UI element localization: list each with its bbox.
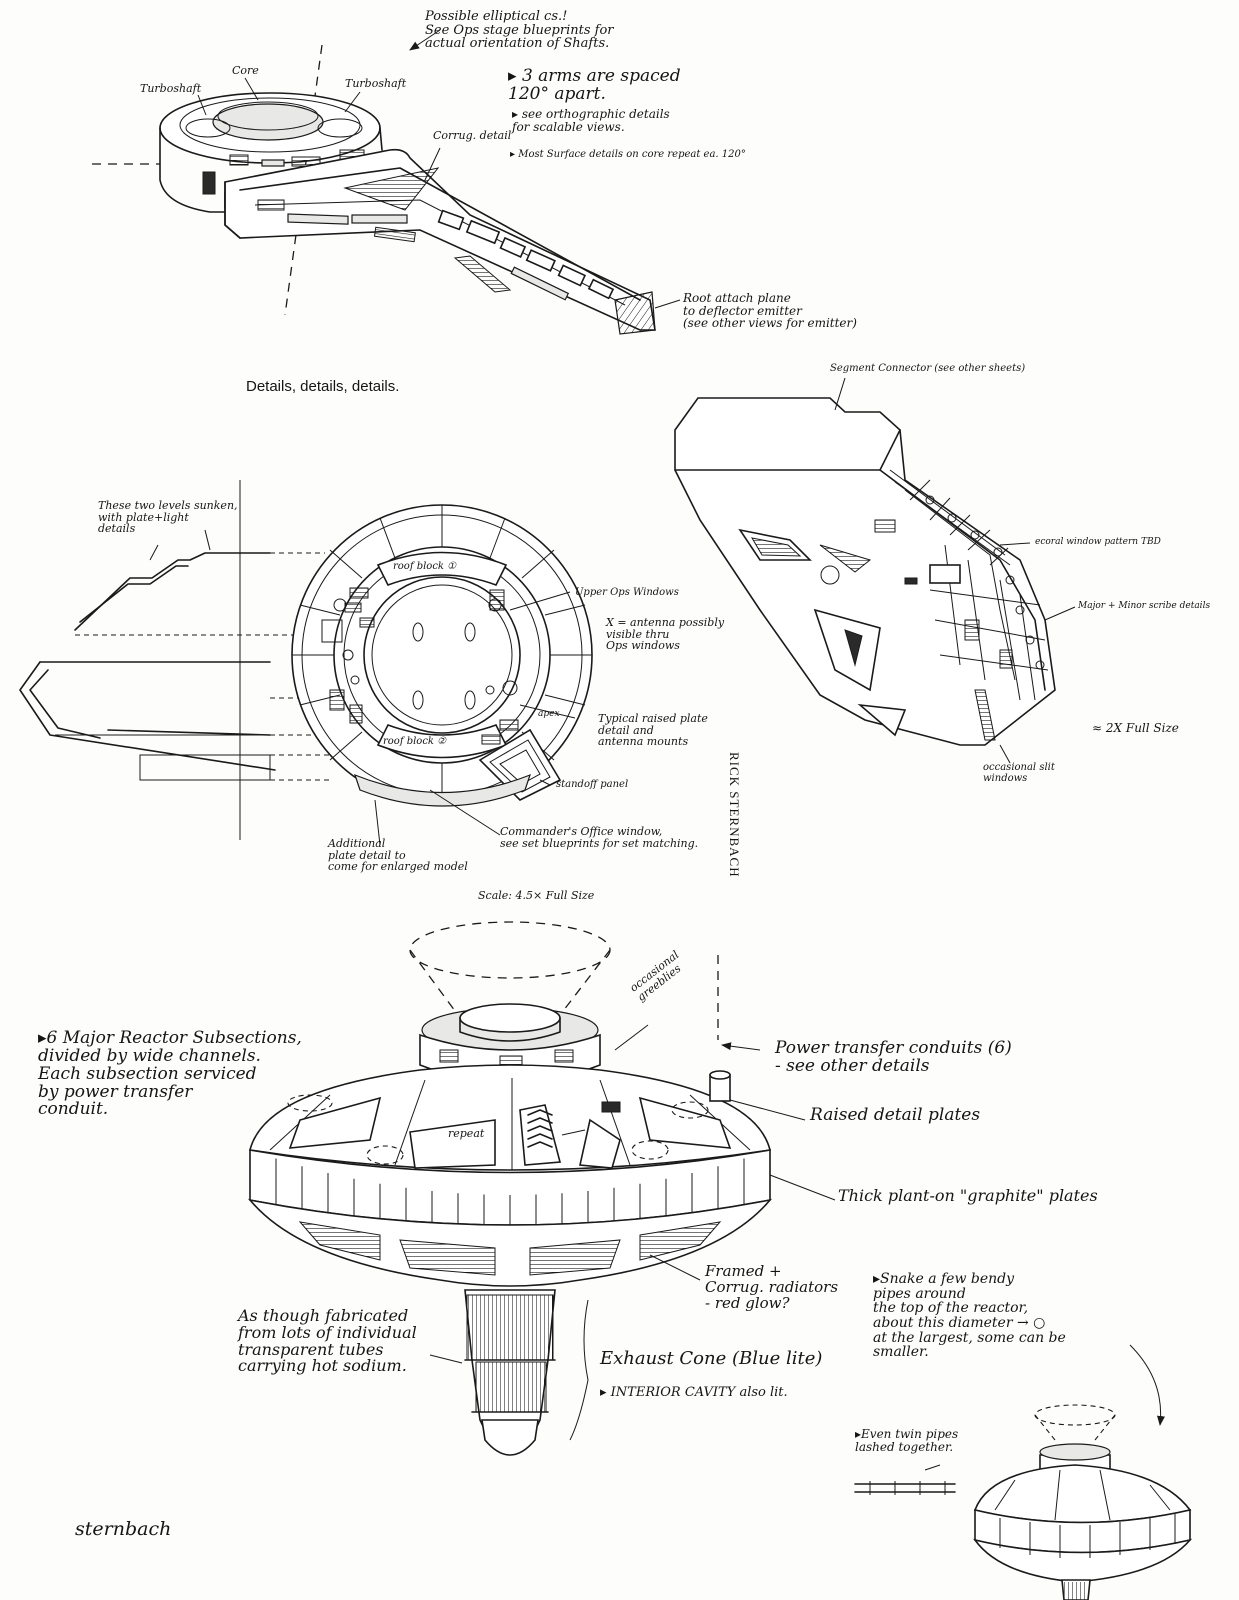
note-subsections-text: 6 Major Reactor Subsections, divided by …	[38, 1028, 302, 1120]
reactor-drawing	[247, 921, 1165, 1456]
note-bendy-pipes-text: Snake a few bendy pipes around the top o…	[873, 1271, 1066, 1361]
note-turboshaft-right: Turboshaft	[345, 77, 407, 90]
note-antenna: X = antenna possibly visible thru Ops wi…	[606, 616, 725, 653]
note-slit-windows: occasional slit windows	[983, 762, 1055, 784]
note-surface-details-text: Most Surface details on core repeat ea. …	[518, 149, 746, 160]
note-turboshaft-left: Turboshaft	[140, 82, 202, 95]
note-orthographic: ▸ see orthographic details for scalable …	[512, 107, 670, 134]
label-repeat: repeat	[448, 1127, 485, 1140]
label-roof-block-bottom: roof block ②	[383, 736, 447, 747]
note-surface-details: ▸ Most Surface details on core repeat ea…	[510, 149, 746, 160]
note-twin-pipes: ▸Even twin pipes lashed together.	[855, 1427, 959, 1454]
caption-details: Details, details, details.	[246, 378, 400, 395]
plan-view-drawing	[291, 504, 593, 846]
note-power-conduits: Power transfer conduits (6) - see other …	[775, 1038, 1012, 1076]
core-arm-drawing	[92, 29, 681, 335]
note-sunken-levels: These two levels sunken, with plate+ligh…	[98, 499, 238, 536]
note-twin-pipes-text: Even twin pipes lashed together.	[855, 1427, 959, 1454]
note-bendy-pipes: ▸Snake a few bendy pipes around the top …	[873, 1271, 1066, 1361]
note-arms-spaced-text: 3 arms are spaced 120° apart.	[508, 66, 681, 104]
small-reactor-drawing	[854, 1404, 1193, 1600]
artist-signature: sternbach	[75, 1518, 172, 1540]
note-ecoral-window: ecoral window pattern TBD	[1035, 537, 1161, 547]
note-exhaust-cone: Exhaust Cone (Blue lite)	[600, 1348, 823, 1369]
note-thick-plates: Thick plant-on "graphite" plates	[838, 1186, 1098, 1205]
note-raised-plate: Typical raised plate detail and antenna …	[598, 712, 708, 749]
note-segment-scale: ≈ 2X Full Size	[1092, 721, 1179, 735]
label-roof-block-top: roof block ①	[393, 561, 457, 572]
note-additional-plate: Additional plate detail to come for enla…	[328, 837, 468, 874]
note-fabricated: As though fabricated from lots of indivi…	[238, 1306, 417, 1376]
note-upper-ops: Upper Ops Windows	[575, 587, 679, 598]
note-scribe-details: Major + Minor scribe details	[1078, 601, 1211, 611]
note-interior-cavity: ▸ INTERIOR CAVITY also lit.	[600, 1385, 788, 1400]
note-subsections: ▸6 Major Reactor Subsections, divided by…	[38, 1028, 302, 1120]
note-root-attach: Root attach plane to deflector emitter (…	[683, 291, 857, 331]
note-commanders-office: Commander's Office window, see set bluep…	[500, 825, 699, 850]
segment-drawing	[674, 377, 1076, 764]
label-apex: apex	[538, 709, 560, 719]
note-interior-cavity-text: INTERIOR CAVITY also lit.	[610, 1385, 788, 1400]
note-radiators: Framed + Corrug. radiators - red glow?	[705, 1262, 839, 1312]
note-raised-plates: Raised detail plates	[810, 1105, 981, 1125]
note-core: Core	[232, 64, 259, 77]
artist-stamp: RICK STERNBACH	[727, 752, 742, 878]
note-corrug-detail: Corrug. detail	[433, 129, 512, 142]
note-orthographic-text: see orthographic details for scalable vi…	[512, 107, 670, 134]
note-elliptical: Possible elliptical cs.! See Ops stage b…	[425, 9, 614, 52]
note-arms-spaced: ▸ 3 arms are spaced 120° apart.	[508, 66, 681, 104]
profile-section-drawing	[19, 480, 330, 840]
note-standoff: standoff panel	[556, 779, 629, 790]
note-segment-connector: Segment Connector (see other sheets)	[830, 363, 1026, 374]
note-top-view-scale: Scale: 4.5× Full Size	[478, 889, 595, 902]
